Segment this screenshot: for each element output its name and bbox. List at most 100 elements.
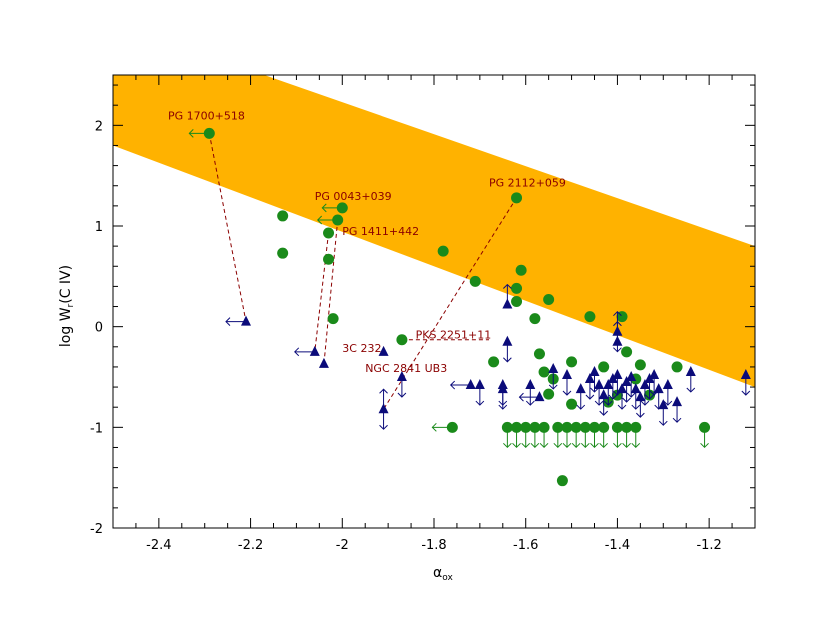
triangle-point-3 [378, 345, 389, 356]
circle-point-26 [584, 311, 596, 323]
arrow-head [599, 410, 609, 416]
arrow-head [379, 424, 388, 430]
circle-point-0 [203, 127, 215, 139]
arrow-head [316, 215, 323, 225]
arrow-head [562, 442, 572, 449]
arrow-head [590, 442, 599, 449]
circle-point-47 [598, 421, 610, 433]
circle-point-36 [699, 421, 711, 433]
arrow-head [603, 400, 613, 406]
x-tick-label: -1.6 [513, 538, 538, 553]
arrow-head [631, 442, 641, 449]
triangle-arrow-left [449, 380, 471, 390]
circle-point-23 [556, 475, 568, 487]
circle-point-38 [511, 421, 523, 433]
arrow-head [576, 404, 586, 410]
arrow-head [636, 412, 645, 418]
triangle-arrow-left [294, 347, 315, 357]
triangle-point-32 [644, 373, 655, 384]
arrow-head [397, 392, 407, 398]
annotation-label-4: PKS 2251+11 [416, 329, 492, 342]
arrow-head [631, 404, 641, 410]
arrow-head [449, 380, 456, 390]
triangle-point-17 [584, 373, 595, 384]
arrow-head [590, 387, 599, 393]
triangle-point-5 [396, 371, 407, 381]
circle-point-3 [336, 202, 348, 214]
x-tick-label: -2 [336, 538, 349, 553]
x-tick-label: -1.4 [605, 538, 630, 553]
triangle-point-12 [525, 379, 536, 390]
arrow-head [539, 442, 549, 449]
triangle-point-18 [589, 365, 600, 376]
circle-point-15 [511, 282, 523, 294]
arrow-head [580, 442, 590, 449]
arrow-head [599, 442, 609, 449]
triangle-point-13 [534, 391, 545, 402]
arrow-head [321, 203, 327, 213]
circle-point-39 [520, 421, 532, 433]
triangle-point-31 [639, 379, 650, 390]
triangle-point-16 [575, 383, 586, 394]
data-markers [188, 127, 751, 487]
circle-point-24 [566, 356, 578, 368]
circle-point-31 [621, 346, 633, 358]
triangle-point-39 [740, 368, 751, 379]
annotation-label-5: 3C 232 [342, 342, 381, 355]
circle-point-42 [552, 421, 564, 433]
arrow-head [498, 404, 508, 410]
circle-point-21 [543, 388, 555, 400]
y-tick-label: -1 [90, 421, 103, 436]
triangle-point-7 [474, 379, 485, 390]
arrow-head [530, 442, 540, 449]
circle-point-44 [570, 421, 582, 433]
circle-point-20 [543, 293, 555, 305]
triangle-point-10 [502, 298, 513, 309]
triangle-point-36 [662, 379, 673, 390]
triangle-point-28 [626, 371, 637, 381]
circle-point-50 [630, 421, 642, 433]
arrow-head [475, 400, 485, 406]
arrow-head [672, 417, 682, 423]
circle-point-18 [533, 348, 545, 360]
triangle-point-23 [612, 368, 623, 379]
triangle-point-0 [240, 315, 251, 326]
x-tick-label: -1.8 [421, 538, 446, 553]
arrow-head [503, 283, 512, 289]
circle-point-49 [621, 421, 633, 433]
arrow-head [613, 310, 622, 317]
connector-line-1 [314, 232, 330, 352]
circle-point-43 [561, 421, 573, 433]
arrow-head [225, 317, 231, 326]
circle-point-41 [538, 421, 550, 433]
x-axis-title: αox [433, 565, 453, 583]
triangle-point-33 [649, 368, 660, 379]
triangle-point-11 [502, 335, 513, 346]
connector-line-2 [323, 219, 339, 364]
circle-point-4 [332, 214, 344, 226]
triangle-point-6 [465, 379, 476, 390]
annotation-label-3: PG 2112+059 [489, 177, 566, 190]
circle-point-14 [511, 296, 523, 307]
circle-point-19 [538, 366, 550, 378]
y-axis-title: log Wr(C IV) [58, 265, 76, 347]
x-tick-label: -2.4 [146, 538, 171, 553]
arrow-head [518, 392, 524, 402]
arrow-head [188, 129, 194, 138]
circle-point-2 [277, 247, 289, 259]
arrow-head [658, 420, 668, 426]
y-tick-label: 2 [95, 119, 103, 134]
x-tick-label: -1.2 [696, 538, 721, 553]
triangle-point-22 [607, 373, 618, 384]
triangle-point-4 [378, 403, 389, 414]
triangle-point-14 [548, 362, 559, 373]
connector-lines [208, 133, 517, 410]
triangle-point-19 [594, 379, 605, 390]
arrow-head [503, 442, 512, 449]
arrow-head [548, 384, 558, 390]
circle-point-17 [529, 313, 541, 325]
arrow-head [613, 347, 622, 353]
triangle-point-38 [685, 365, 696, 376]
arrow-head [525, 400, 535, 406]
